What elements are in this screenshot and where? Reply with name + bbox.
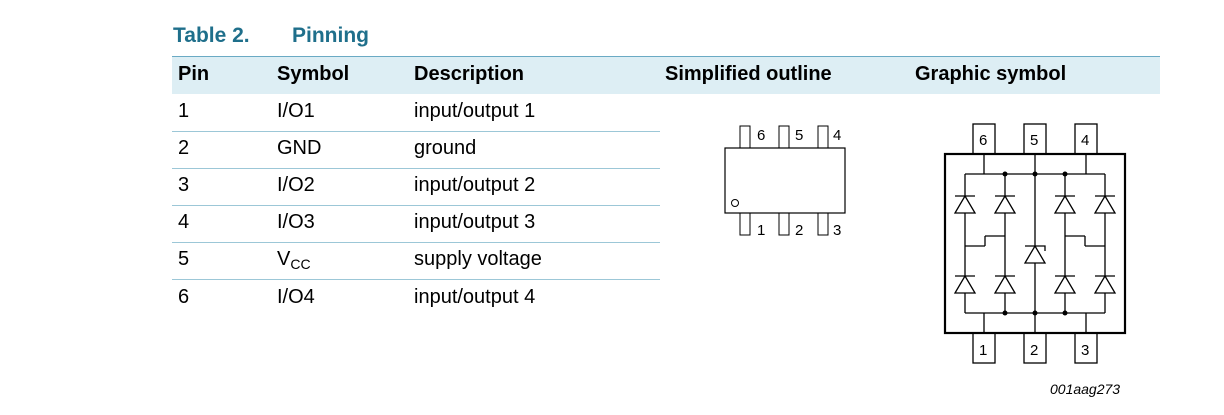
pin1-marker <box>731 199 739 207</box>
diode-icon <box>1093 194 1117 214</box>
zener-diode-icon <box>1023 244 1047 264</box>
outline-pin-4 <box>817 125 829 149</box>
header-top-rule <box>172 56 1160 57</box>
pin-cell: 4 <box>178 211 190 233</box>
description-cell: input/output 1 <box>414 100 536 122</box>
outline-pin-label-5: 5 <box>795 127 803 144</box>
diode-icon <box>1053 194 1077 214</box>
symbol-main: V <box>277 248 291 270</box>
pin-cell: 6 <box>178 286 190 308</box>
outline-pin-1 <box>739 212 751 236</box>
symbol-cell: I/O2 <box>277 174 315 196</box>
package-body <box>724 147 846 214</box>
table-row: 5 VCC supply voltage <box>172 242 660 280</box>
outline-pin-6 <box>739 125 751 149</box>
outline-pin-label-4: 4 <box>833 127 841 144</box>
outline-pin-2 <box>778 212 790 236</box>
symbol-cell: GND <box>277 137 322 159</box>
table-row: 2 GND ground <box>172 131 660 169</box>
header-pin: Pin <box>178 63 210 85</box>
diode-icon <box>993 274 1017 294</box>
description-cell: input/output 2 <box>414 174 536 196</box>
symbol-cell: VCC <box>277 248 311 272</box>
symbol-pin-label-4: 4 <box>1081 132 1089 149</box>
table-name: Pinning <box>292 24 369 47</box>
diode-icon <box>1093 274 1117 294</box>
description-cell: ground <box>414 137 477 159</box>
symbol-pin-label-3: 3 <box>1081 342 1089 359</box>
description-cell: input/output 3 <box>414 211 536 233</box>
header-graphic-symbol: Graphic symbol <box>915 63 1067 85</box>
header-simplified-outline: Simplified outline <box>665 63 832 85</box>
table-header: Pin Symbol Description Simplified outlin… <box>172 57 1160 94</box>
figure-code: 001aag273 <box>1050 381 1121 397</box>
description-cell: supply voltage <box>414 248 542 270</box>
symbol-pin-label-6: 6 <box>979 132 987 149</box>
pin-cell: 2 <box>178 137 190 159</box>
symbol-subscript: CC <box>290 256 311 272</box>
graphic-symbol-diagram: 6 5 4 1 2 3 <box>943 123 1127 364</box>
symbol-cell: I/O4 <box>277 286 315 308</box>
diode-icon <box>1053 274 1077 294</box>
outline-pin-label-6: 6 <box>757 127 765 144</box>
diode-icon <box>953 194 977 214</box>
symbol-pin-label-1: 1 <box>979 342 987 359</box>
outline-pin-label-1: 1 <box>757 222 765 239</box>
diode-icon <box>953 274 977 294</box>
symbol-cell: I/O1 <box>277 100 315 122</box>
table-number: Table 2. <box>173 24 250 47</box>
symbol-pin-label-2: 2 <box>1030 342 1038 359</box>
outline-pin-5 <box>778 125 790 149</box>
symbol-cell: I/O3 <box>277 211 315 233</box>
outline-pin-label-3: 3 <box>833 222 841 239</box>
pin-cell: 1 <box>178 100 190 122</box>
table-row: 3 I/O2 input/output 2 <box>172 168 660 206</box>
symbol-pin-label-5: 5 <box>1030 132 1038 149</box>
outline-pin-label-2: 2 <box>795 222 803 239</box>
header-symbol: Symbol <box>277 63 350 85</box>
pin-cell: 3 <box>178 174 190 196</box>
table-row: 1 I/O1 input/output 1 <box>172 94 660 132</box>
simplified-outline-diagram: 6 5 4 1 2 3 <box>724 125 846 239</box>
diode-icon <box>993 194 1017 214</box>
table-row: 4 I/O3 input/output 3 <box>172 205 660 243</box>
description-cell: input/output 4 <box>414 286 536 308</box>
header-description: Description <box>414 63 525 85</box>
table-row: 6 I/O4 input/output 4 <box>172 280 660 317</box>
pin-cell: 5 <box>178 248 190 270</box>
outline-pin-3 <box>817 212 829 236</box>
